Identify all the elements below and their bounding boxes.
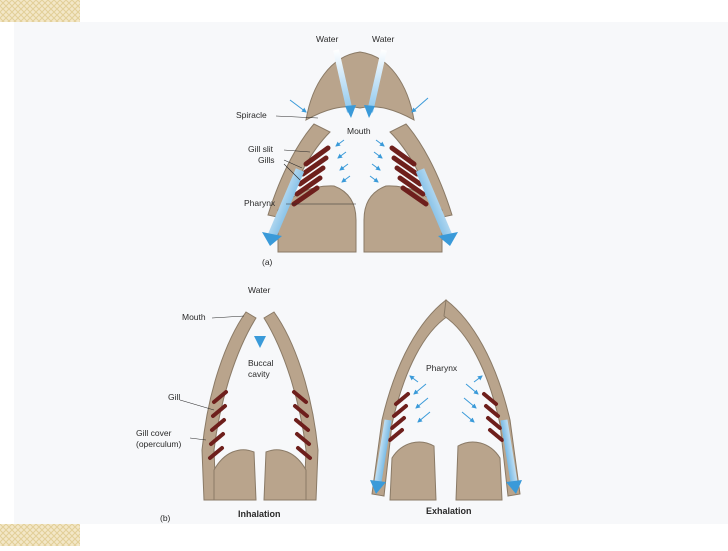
left-base-inhale: [214, 450, 256, 500]
caption-exhalation: Exhalation: [426, 506, 472, 516]
caption-a: (a): [262, 257, 273, 267]
label-buccal-line1: Buccal: [248, 358, 274, 368]
label-buccal-line2: cavity: [248, 369, 270, 379]
label-water-right: Water: [372, 34, 395, 44]
right-base-exhale: [456, 442, 502, 500]
shark-head-diagram: Water Water Mouth Spiracle Gill slit Gil…: [236, 34, 458, 267]
label-gill-slit: Gill slit: [248, 144, 274, 154]
bony-fish-inhalation-diagram: Water Mouth Buccal cavity Gill Gill cove…: [136, 285, 318, 523]
caption-b: (b): [160, 513, 171, 523]
label-pharynx: Pharynx: [244, 198, 276, 208]
internal-flow-arrows: [336, 140, 384, 182]
bony-fish-exhalation-diagram: Pharynx Exhalation: [370, 300, 522, 516]
spiracle-arrow-left: [290, 100, 306, 112]
label-spiracle: Spiracle: [236, 110, 267, 120]
internal-flow-arrows-exhale: [410, 376, 482, 422]
snout: [306, 52, 414, 120]
label-gill-cover-line1: Gill cover: [136, 428, 172, 438]
label-gill-b: Gill: [168, 392, 180, 402]
label-gills: Gills: [258, 155, 275, 165]
spiracle-arrow-right: [412, 98, 428, 112]
label-pharynx-b: Pharynx: [426, 363, 458, 373]
label-water-left: Water: [316, 34, 339, 44]
label-mouth: Mouth: [347, 126, 371, 136]
label-water-b: Water: [248, 285, 271, 295]
label-gill-cover-line2: (operculum): [136, 439, 182, 449]
right-base-inhale: [264, 450, 306, 500]
label-mouth-b: Mouth: [182, 312, 206, 322]
caption-inhalation: Inhalation: [238, 509, 281, 519]
left-base-exhale: [390, 442, 436, 500]
